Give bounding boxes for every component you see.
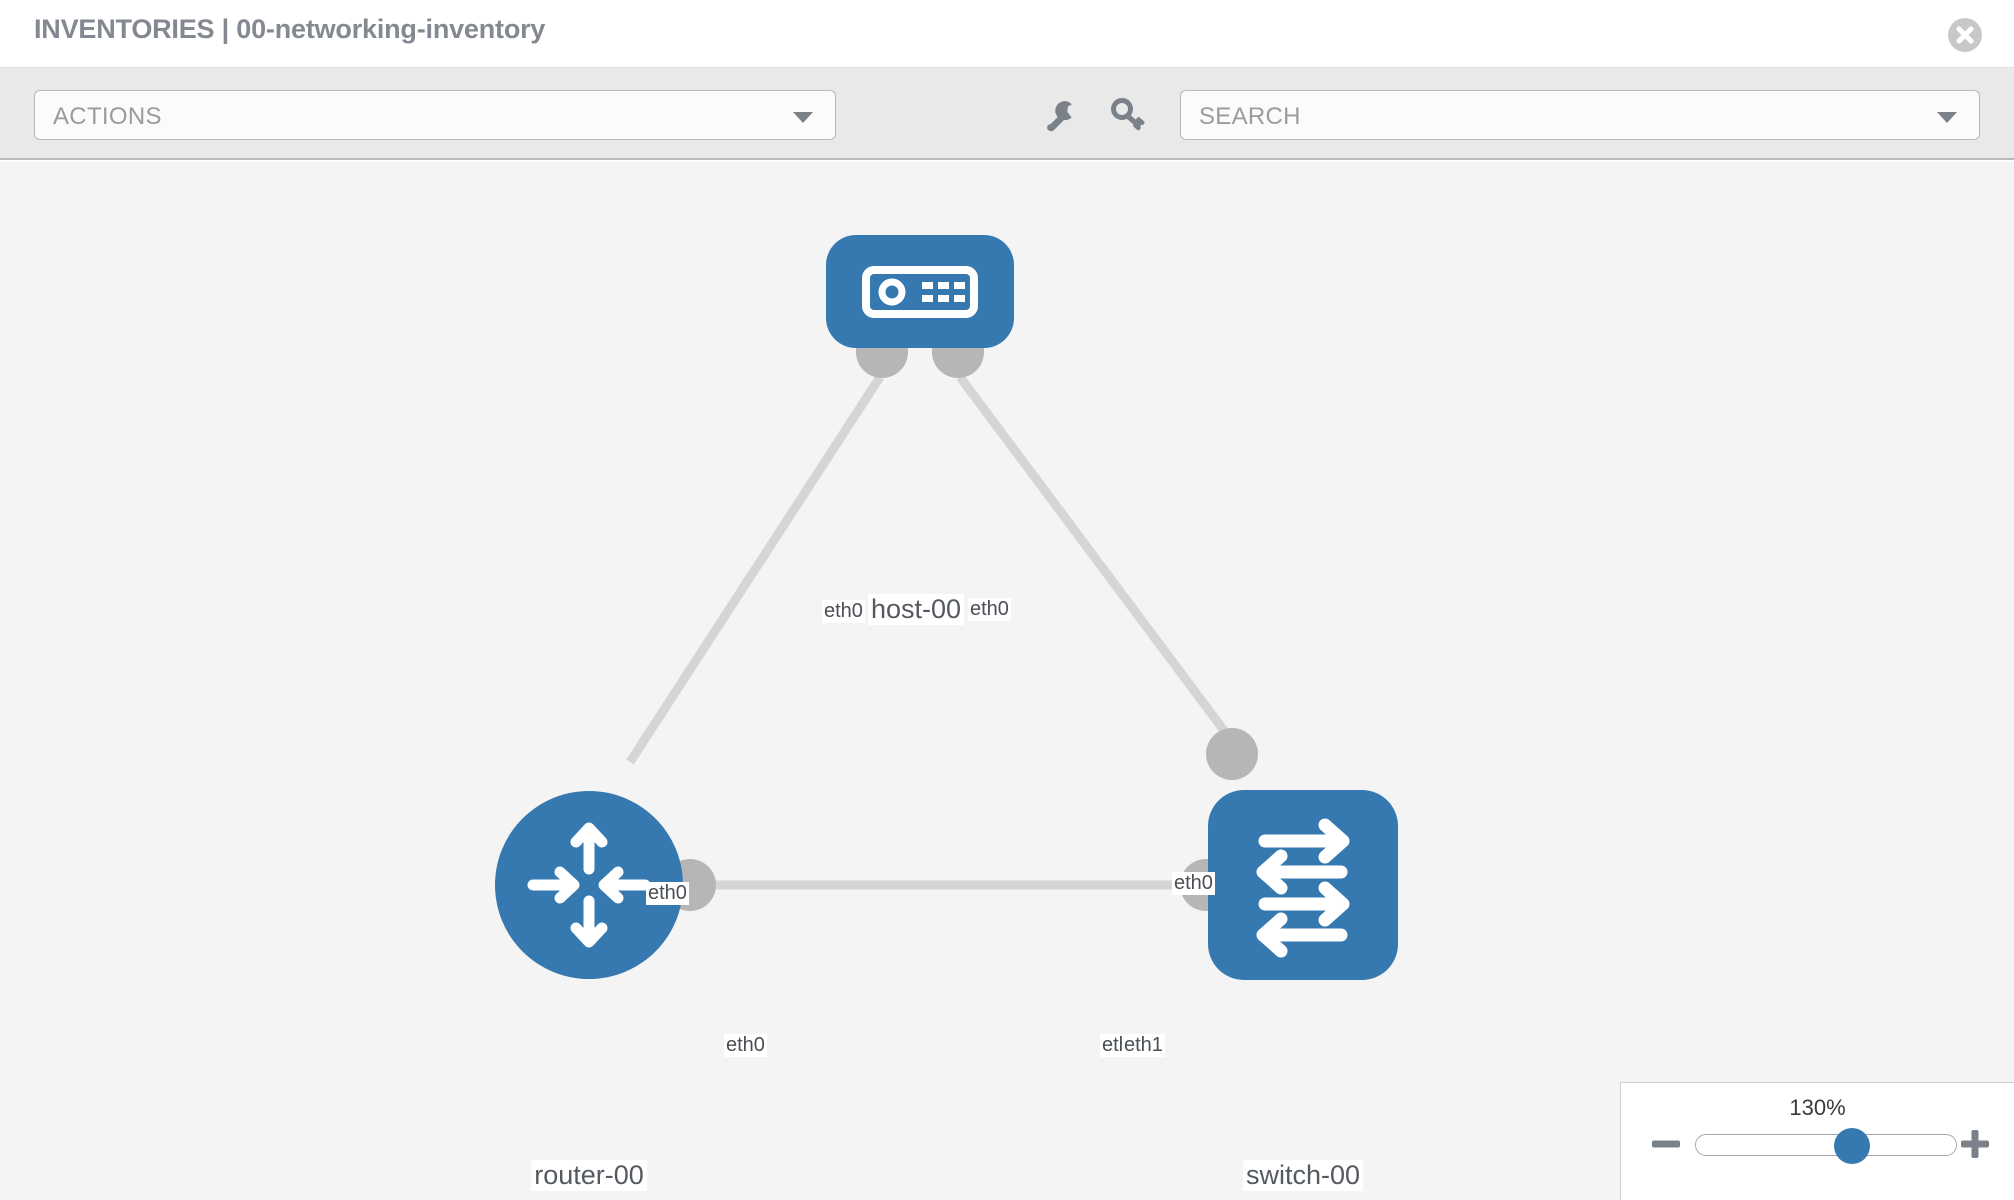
node-switch-00 bbox=[1208, 790, 1398, 980]
zoom-level-value: 130% bbox=[1789, 1095, 1846, 1120]
key-icon[interactable] bbox=[1106, 94, 1150, 138]
interface-label: eth0 bbox=[724, 1034, 767, 1057]
interface-label: eth0 bbox=[822, 600, 865, 623]
node-label-switch: switch-00 bbox=[1242, 1160, 1364, 1191]
zoom-out-button[interactable] bbox=[1649, 1127, 1683, 1161]
zoom-in-button[interactable] bbox=[1958, 1127, 1992, 1161]
page-title: INVENTORIES | 00-networking-inventory bbox=[34, 14, 546, 44]
wrench-icon[interactable] bbox=[1038, 94, 1082, 138]
interface-label: eth0 bbox=[968, 598, 1011, 621]
router-arrows-icon bbox=[527, 822, 651, 948]
topology-graph bbox=[495, 235, 1398, 980]
interface-label: eth0 bbox=[1172, 872, 1215, 895]
actions-dropdown-label: ACTIONS bbox=[53, 103, 162, 130]
toolbar: ACTIONS SEARCH bbox=[0, 68, 2014, 160]
link-host-router bbox=[626, 374, 884, 765]
topology-links bbox=[626, 374, 1244, 890]
node-host-00 bbox=[826, 235, 1014, 348]
switch-arrows-icon bbox=[1256, 818, 1350, 958]
page-header: INVENTORIES | 00-networking-inventory bbox=[0, 0, 2014, 68]
node-label-router: router-00 bbox=[531, 1160, 647, 1191]
node-label-host: host-00 bbox=[867, 594, 965, 625]
topology-canvas[interactable]: eth0 eth0 eth0 eth0 eth0 eth0 eth1 host-… bbox=[0, 162, 2014, 1200]
search-placeholder: SEARCH bbox=[1199, 103, 1301, 130]
chevron-down-icon[interactable] bbox=[1937, 112, 1957, 123]
interface-label: eth0 bbox=[646, 882, 689, 905]
chevron-down-icon bbox=[793, 112, 813, 123]
search-input[interactable]: SEARCH bbox=[1180, 90, 1980, 140]
close-icon[interactable] bbox=[1948, 18, 1982, 52]
node-router-00 bbox=[495, 791, 683, 979]
zoom-slider-thumb[interactable] bbox=[1834, 1128, 1870, 1164]
server-icon bbox=[862, 266, 978, 318]
actions-dropdown[interactable]: ACTIONS bbox=[34, 90, 836, 140]
zoom-panel: 130% bbox=[1620, 1082, 2014, 1200]
link-host-switch bbox=[956, 374, 1244, 755]
zoom-slider[interactable] bbox=[1695, 1128, 1957, 1164]
interface-label: eth1 bbox=[1122, 1034, 1165, 1057]
connector-switch-top bbox=[1206, 728, 1258, 780]
